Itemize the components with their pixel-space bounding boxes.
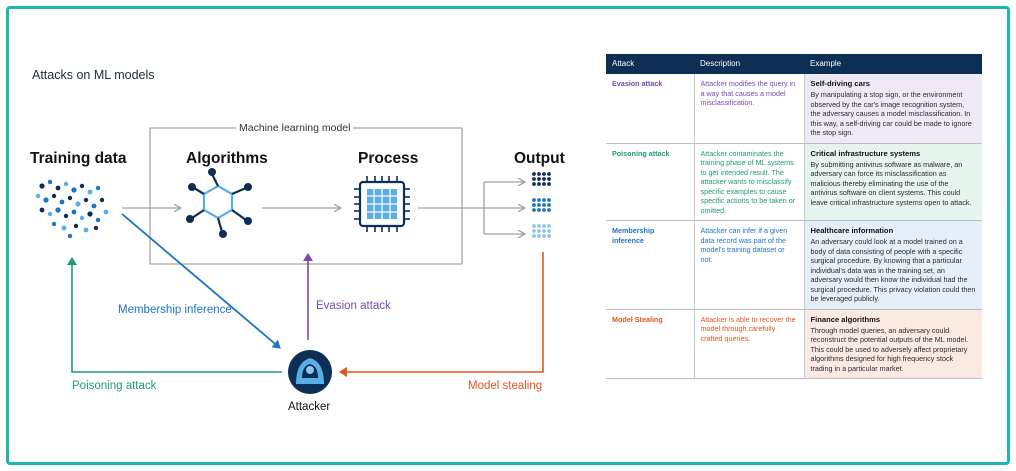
- example-title: Self-driving cars: [810, 79, 871, 88]
- attack-example: Healthcare information An adversary coul…: [803, 220, 982, 310]
- table-row: Evasion attack Attacker modifies the que…: [606, 74, 982, 144]
- process-chip-icon: [354, 176, 410, 232]
- example-text: By submitting antivirus software as malw…: [810, 159, 972, 207]
- table-header-row: Attack Description Example: [606, 54, 982, 74]
- attack-example: Finance algorithms Through model queries…: [803, 309, 982, 380]
- attack-name: Model Stealing: [606, 309, 694, 380]
- example-text: By manipulating a stop sign, or the envi…: [810, 90, 972, 138]
- flow-arrows: [122, 182, 524, 234]
- example-text: An adversary could look at a model train…: [810, 237, 976, 304]
- example-title: Critical infrastructure systems: [810, 148, 921, 158]
- attack-description: Attacker can infer if a given data recor…: [693, 220, 804, 310]
- ml-model-box: [149, 127, 463, 265]
- stage-output: Output: [514, 150, 565, 167]
- membership-inference-arrow: [121, 213, 281, 349]
- table-header-cell: Description: [694, 54, 804, 74]
- example-title: Finance algorithms: [810, 314, 881, 324]
- attack-name: Poisoning attack: [606, 143, 694, 222]
- example-text: Through model queries, an adversary coul…: [810, 325, 969, 373]
- output-grid-dark-icon: [532, 172, 551, 186]
- attack-name: Evasion attack: [606, 74, 694, 144]
- table-header-cell: Example: [804, 54, 982, 74]
- stage-algorithms: Algorithms: [186, 150, 268, 167]
- attacker-avatar-icon: [288, 350, 332, 394]
- attack-diagram: Attacks on ML models Machine learning mo…: [30, 68, 565, 413]
- poisoning-attack-label: Poisoning attack: [72, 380, 157, 392]
- table-header-cell: Attack: [606, 54, 694, 74]
- stage-training-data: Training data: [30, 150, 127, 167]
- ml-model-box-label: Machine learning model: [236, 122, 354, 134]
- poisoning-attack-arrow: [67, 257, 282, 373]
- example-title: Healthcare information: [810, 226, 894, 236]
- membership-inference-label: Membership inference: [118, 304, 232, 316]
- table-row: Membership inference Attacker can infer …: [606, 220, 982, 310]
- stage-process: Process: [358, 150, 419, 167]
- attack-description: Attacker is able to recover the model th…: [693, 309, 804, 380]
- attack-description: Attacker contaminates the training phase…: [693, 143, 804, 222]
- attack-example: Self-driving cars By manipulating a stop…: [803, 74, 982, 144]
- output-grid-light-icon: [532, 224, 551, 238]
- attack-example: Critical infrastructure systems By submi…: [803, 143, 982, 222]
- diagram-title: Attacks on ML models: [32, 68, 155, 82]
- evasion-attack-label: Evasion attack: [316, 300, 391, 312]
- attack-description: Attacker modifies the query in a way tha…: [693, 74, 804, 144]
- attack-name: Membership inference: [606, 220, 694, 310]
- training-data-icon: [35, 179, 109, 239]
- table-row: Poisoning attack Attacker contaminates t…: [606, 143, 982, 222]
- attack-table: Attack Description Example Evasion attac…: [606, 54, 982, 380]
- output-grid-mid-icon: [532, 198, 551, 212]
- model-stealing-arrow: [339, 252, 544, 377]
- algorithms-icon: [186, 168, 252, 238]
- model-stealing-label: Model stealing: [468, 380, 543, 392]
- attacker-label: Attacker: [288, 401, 331, 413]
- table-row: Model Stealing Attacker is able to recov…: [606, 309, 982, 380]
